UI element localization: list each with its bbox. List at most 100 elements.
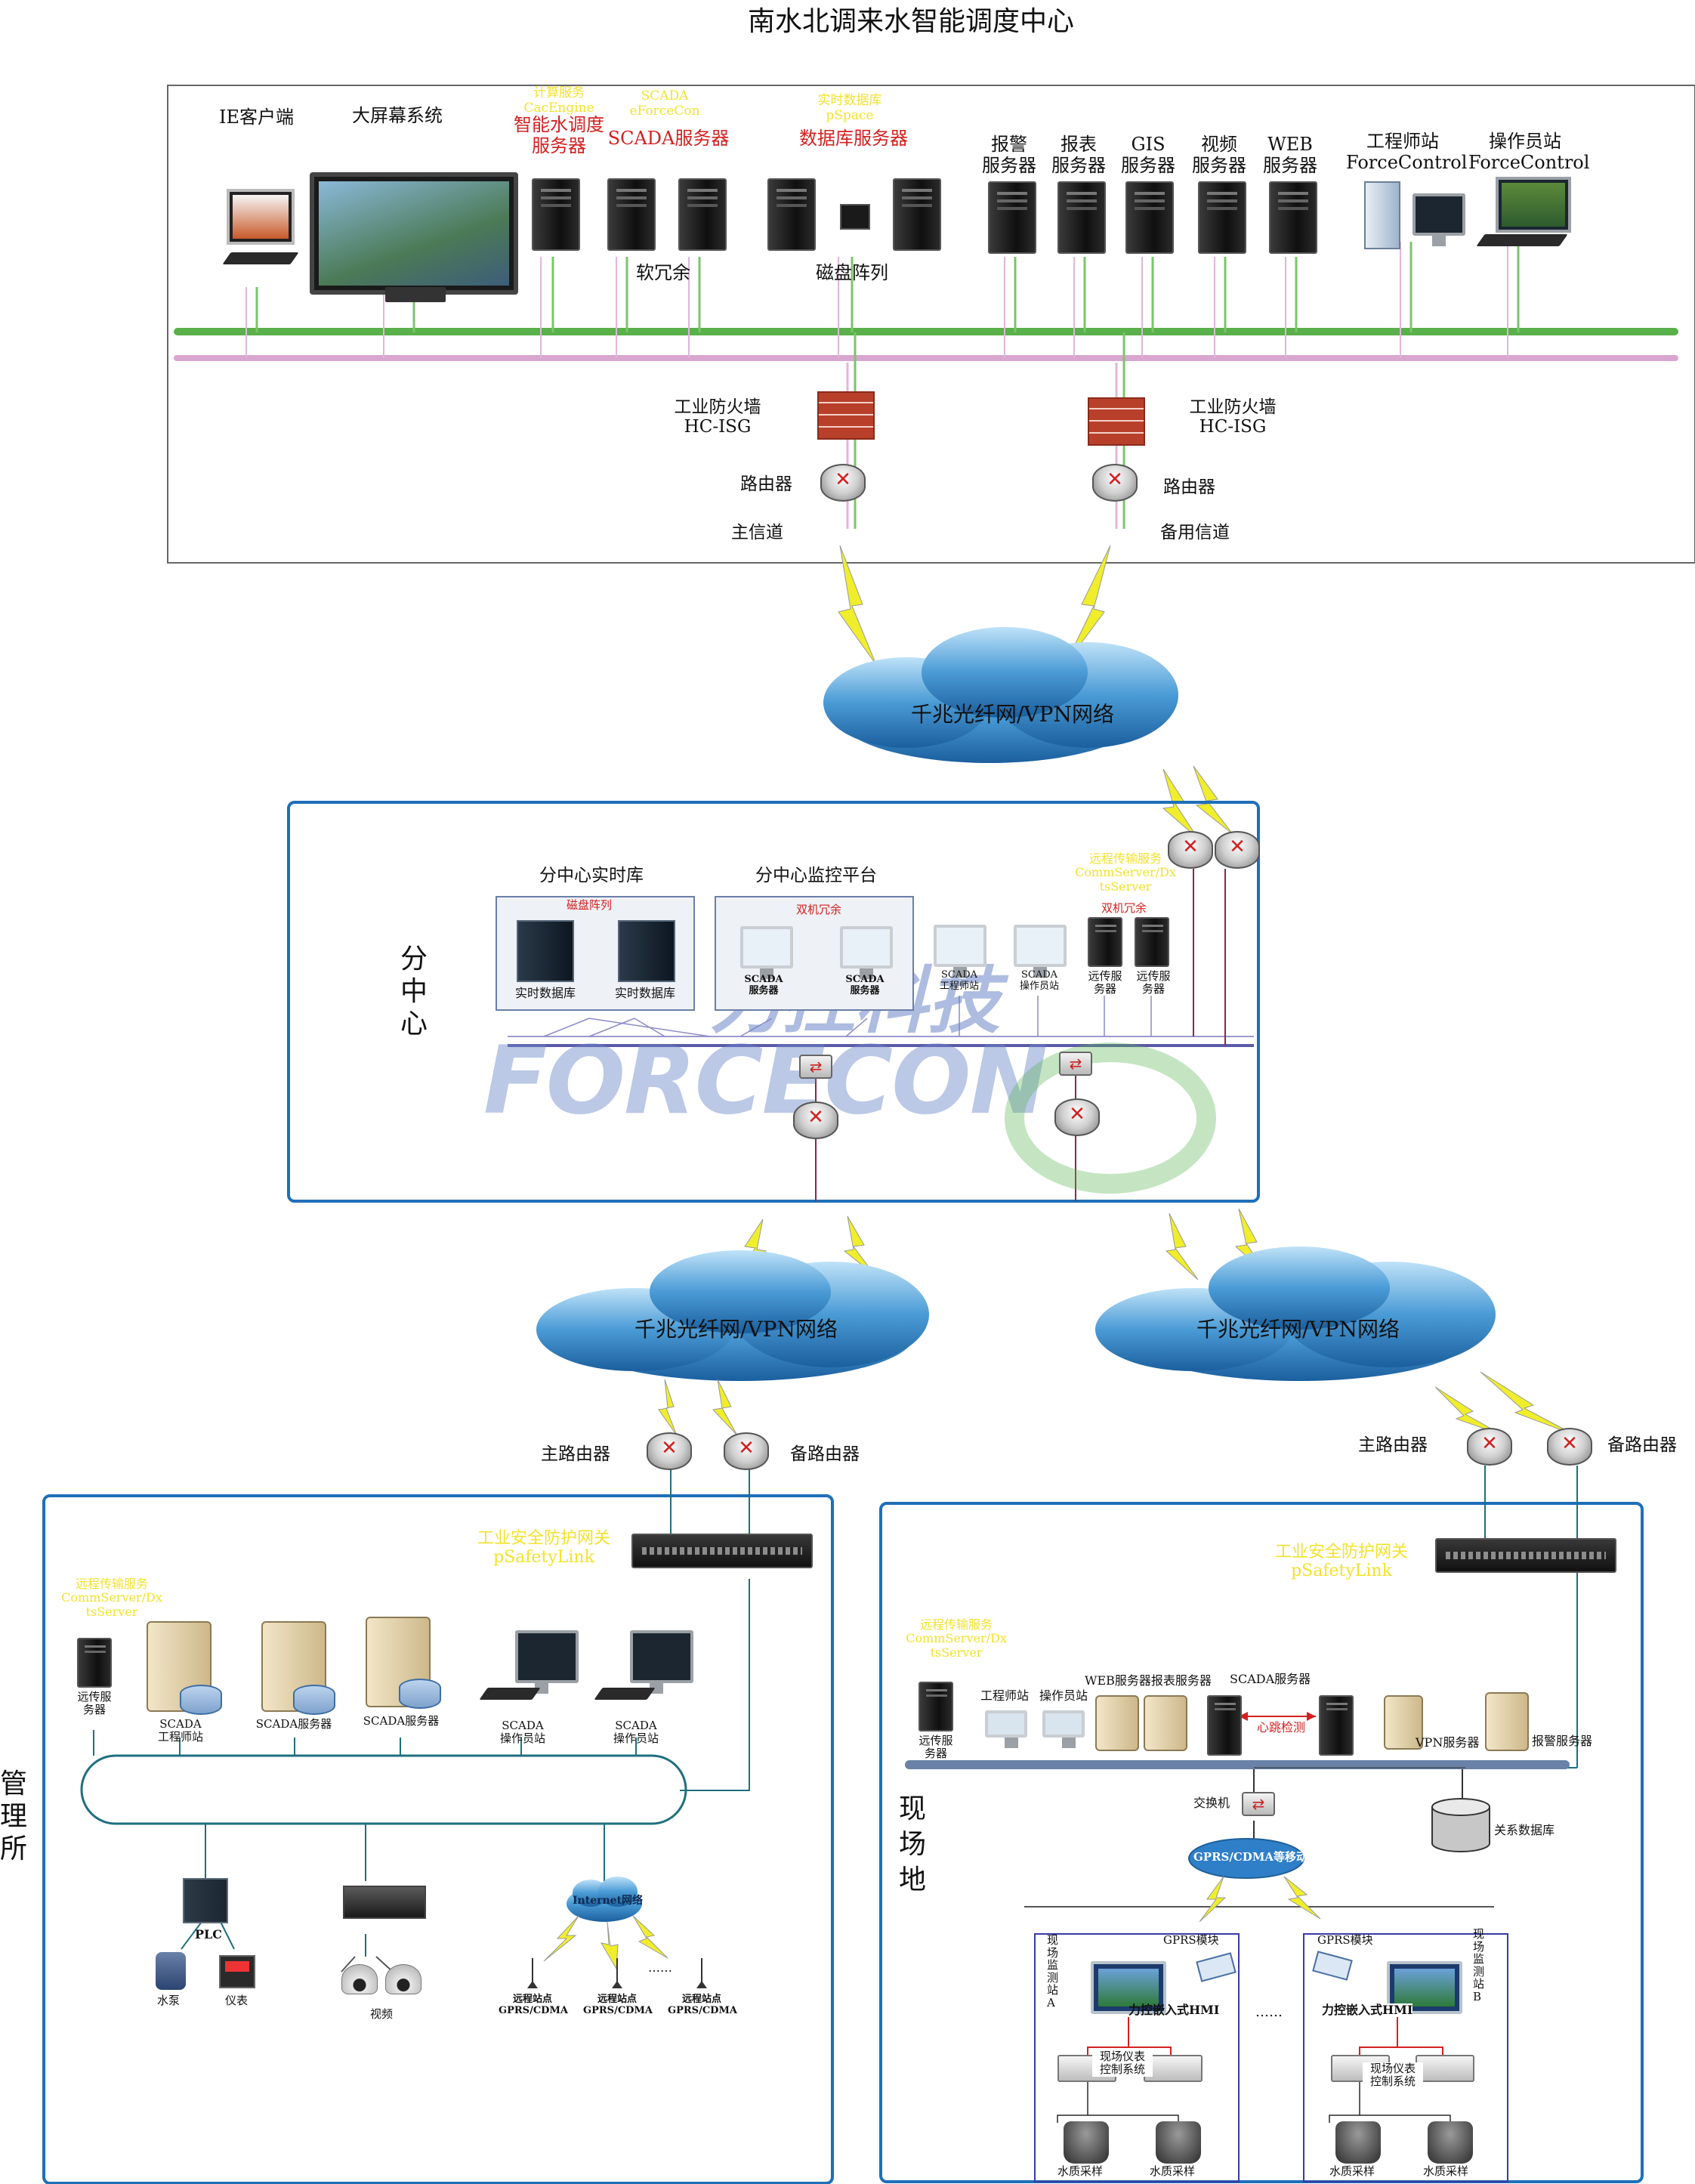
- cloud-top: [823, 627, 1178, 763]
- page-title: 南水北调来水智能调度中心: [748, 6, 1075, 37]
- field-main-router-label: 主路由器: [1358, 1435, 1428, 1455]
- subcenter-rtdb-array-label: 磁盘阵列: [567, 898, 613, 912]
- field-scada-srv-1-icon: [1207, 1695, 1242, 1756]
- station-b-hmi-label: 力控嵌入式HMI: [1322, 2003, 1413, 2018]
- subcenter-remote-srv-1-label: 远传服 务器: [1088, 969, 1122, 996]
- mgmt-scada-eng-label: SCADA 工程师站: [157, 1717, 203, 1744]
- router-left-icon: [820, 464, 866, 502]
- remote-site-1-label: 远程站点 GPRS/CDMA: [499, 1994, 568, 2016]
- web-server-icon: [1269, 181, 1317, 254]
- relational-db-icon: [1431, 1798, 1491, 1852]
- field-backup-router-icon: [1547, 1428, 1592, 1466]
- report-server-label: 报表 服务器: [1051, 134, 1106, 176]
- plc-label: PLC: [195, 1927, 223, 1942]
- station-a-hmi-icon: [1091, 1961, 1166, 2014]
- subcenter-rtdb-1-label: 实时数据库: [515, 986, 576, 1000]
- rtdb-server-1-icon: [767, 178, 816, 251]
- field-eng-station-icon: [985, 1710, 1027, 1748]
- subcenter-remote-yellow-label: 远程传输服务 CommServer/Dx tsServer: [1075, 851, 1176, 894]
- cloud-top-label: 千兆光纤网/VPN网络: [911, 702, 1114, 727]
- mgmt-remote-srv-icon: [77, 1638, 112, 1688]
- subcenter-dual-redundant-label: 双机冗余: [796, 903, 842, 916]
- router-left-label: 路由器: [740, 474, 792, 494]
- operator-station-keyboard-icon: [1476, 234, 1568, 246]
- soft-redundant-label: 软冗余: [636, 262, 690, 283]
- station-a-hmi-label: 力控嵌入式HMI: [1128, 2003, 1220, 2017]
- disk-array-label: 磁盘阵列: [816, 262, 888, 283]
- video-camera-1-icon: [341, 1964, 378, 1994]
- ie-client-keyboard-icon: [222, 252, 299, 264]
- disk-array-icon: [840, 204, 870, 230]
- smart-dispatch-label: 智能水调度 服务器: [514, 114, 604, 156]
- rtdb-server-label: 数据库服务器: [799, 128, 908, 149]
- internet-label: Internet网络: [573, 1895, 644, 1907]
- relational-db-label: 关系数据库: [1494, 1823, 1555, 1837]
- subcenter-scada-srv-1-monitor-icon: [740, 926, 793, 979]
- mgmt-backup-router-label: 备路由器: [790, 1444, 860, 1464]
- gprs-network-label: GPRS/CDMA等移动网络: [1193, 1850, 1331, 1864]
- subcenter-rtdb-group-label: 分中心实时库: [539, 866, 644, 885]
- video-dvr-icon: [343, 1886, 426, 1919]
- main-channel-label: 主信道: [731, 523, 783, 542]
- station-a-sampler-1-icon: [1064, 2121, 1109, 2164]
- field-web-report-label: WEB服务器报表服务器: [1085, 1673, 1212, 1688]
- meter-label: 仪表: [225, 1994, 249, 2007]
- mgmt-scada-op-1-label: SCADA 操作员站: [499, 1719, 545, 1746]
- subcenter-router-4-icon: [1054, 1098, 1100, 1136]
- alarm-server-icon: [988, 181, 1036, 254]
- ie-client-monitor-icon: [227, 189, 295, 245]
- video-server-label: 视频 服务器: [1192, 134, 1246, 176]
- big-screen-label: 大屏幕系统: [352, 105, 443, 126]
- video-label: 视频: [370, 2007, 394, 2021]
- gis-server-label: GIS 服务器: [1121, 134, 1175, 176]
- station-b-sampler-2-icon: [1428, 2121, 1473, 2164]
- web-server-label: WEB 服务器: [1263, 134, 1317, 176]
- mgmt-side-label: 管 理 所: [0, 1769, 28, 1865]
- field-remote-yellow-label: 远程传输服务 CommServer/Dx tsServer: [906, 1617, 1007, 1660]
- station-b-sample-1-label: 水质采样: [1329, 2164, 1375, 2178]
- mgmt-remote-yellow-label: 远程传输服务 CommServer/Dx tsServer: [61, 1577, 162, 1619]
- subcenter-scada-eng-label: SCADA 工程师站: [939, 969, 979, 992]
- subcenter-scada-srv-2-label: SCADA 服务器: [845, 974, 885, 996]
- field-heartbeat-label: 心跳检测: [1257, 1720, 1306, 1735]
- rtdb-server-2-icon: [893, 178, 941, 251]
- scada-server-1-icon: [607, 178, 656, 251]
- field-vpn-srv-label: VPN服务器: [1416, 1735, 1480, 1750]
- field-gateway-icon: [1435, 1538, 1616, 1573]
- big-screen-stand-icon: [385, 287, 446, 302]
- top-center-frame: [167, 85, 1695, 564]
- field-alarm-server-icon: [1485, 1692, 1529, 1751]
- field-backup-router-label: 备路由器: [1607, 1435, 1677, 1455]
- subcenter-switch-1-icon: [799, 1055, 832, 1079]
- field-vpn-server-icon: [1384, 1695, 1423, 1750]
- router-right-label: 路由器: [1163, 477, 1215, 497]
- field-scada-srv-2-icon: [1319, 1695, 1354, 1756]
- subcenter-rtdb-2-label: 实时数据库: [615, 986, 676, 1000]
- firewall-right-icon: [1088, 397, 1145, 446]
- mgmt-gateway-label: 工业安全防护网关 pSafetyLink: [477, 1529, 610, 1568]
- mgmt-dots: ……: [648, 1960, 672, 1975]
- field-eng-station-label: 工程师站: [980, 1688, 1030, 1703]
- field-main-router-icon: [1467, 1428, 1512, 1466]
- watermark-ring: [1005, 1043, 1216, 1194]
- cloud-left-label: 千兆光纤网/VPN网络: [634, 1317, 838, 1342]
- mgmt-scada-op-1-monitor-icon: [515, 1630, 579, 1694]
- field-side-label: 现 场 地: [899, 1793, 927, 1895]
- firewall-right-label: 工业防火墙 HC-ISG: [1189, 397, 1277, 437]
- scada-yellow-label: SCADA eForceCon: [629, 88, 700, 119]
- station-a-sampler-2-icon: [1156, 2121, 1201, 2164]
- subcenter-scada-eng-monitor-icon: [934, 925, 986, 978]
- video-camera-2-icon: [385, 1964, 421, 1994]
- pump-label: 水泵: [157, 1994, 181, 2007]
- mgmt-scada-eng-tower-icon: [147, 1621, 211, 1712]
- remote-site-2-antenna-icon: [612, 1958, 622, 1988]
- field-dots: ……: [1255, 2004, 1283, 2020]
- field-web-server-icon: [1095, 1695, 1139, 1751]
- mgmt-scada-op-2-keyboard-icon: [594, 1688, 656, 1700]
- meter-icon: [219, 1955, 255, 1988]
- subcenter-switch-2-icon: [1059, 1052, 1092, 1076]
- subcenter-monitor-group-label: 分中心监控平台: [755, 866, 877, 885]
- subcenter-remote-srv-1-icon: [1088, 917, 1122, 967]
- field-op-station-label: 操作员站: [1039, 1688, 1088, 1703]
